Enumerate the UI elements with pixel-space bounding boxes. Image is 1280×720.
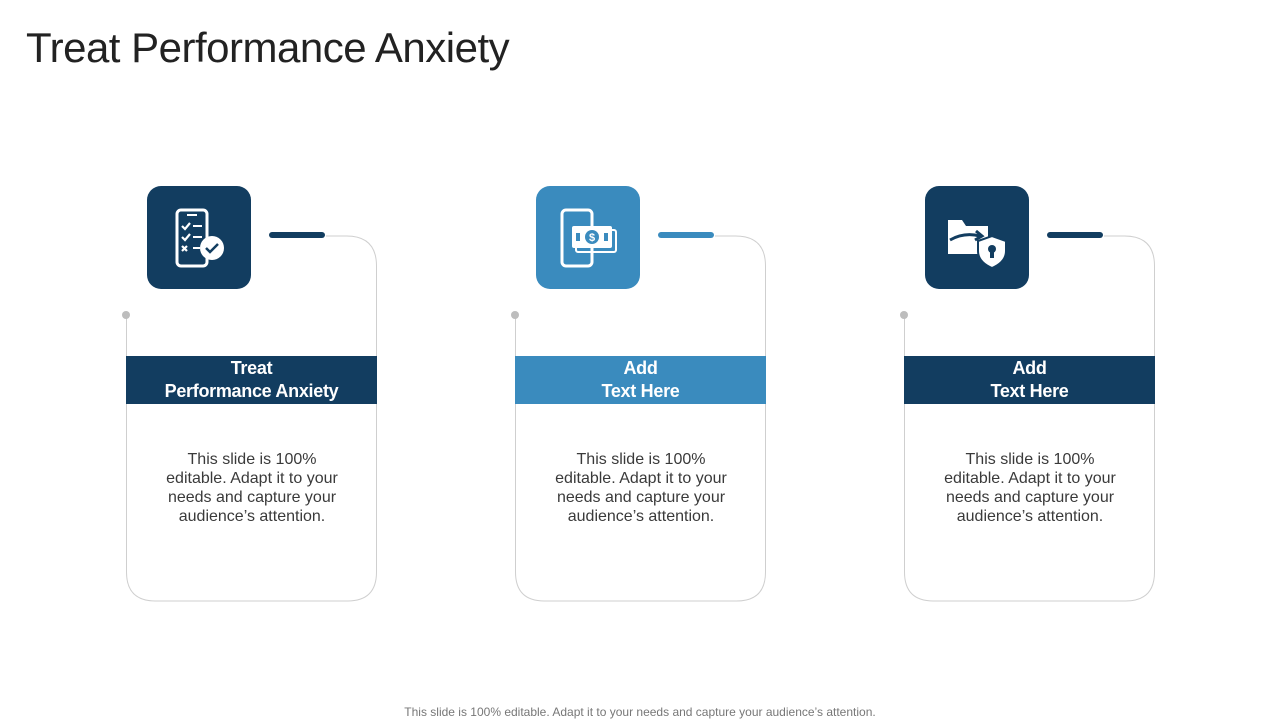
svg-text:$: $ xyxy=(589,232,595,244)
card-outline xyxy=(904,235,1155,602)
card-body: This slide is 100% editable. Adapt it to… xyxy=(555,451,727,525)
folder-security-icon xyxy=(925,186,1029,289)
card-header: Add Text Here xyxy=(904,356,1155,404)
card-outline xyxy=(515,235,766,602)
card-header-line1: Add xyxy=(623,358,658,378)
card-2: $ Add Text Here This slide is 100% edita… xyxy=(511,186,767,602)
card-body: This slide is 100% editable. Adapt it to… xyxy=(944,451,1116,525)
card-outline xyxy=(126,235,377,602)
connector-dot xyxy=(122,311,130,319)
mobile-checklist-icon xyxy=(147,186,251,289)
card-header: Treat Performance Anxiety xyxy=(126,356,377,404)
footer-note: This slide is 100% editable. Adapt it to… xyxy=(404,705,876,719)
connector-dot xyxy=(511,311,519,319)
accent-bar xyxy=(658,232,714,238)
card-header-line2: Performance Anxiety xyxy=(164,381,339,401)
accent-bar xyxy=(1047,232,1103,238)
card-1: Treat Performance Anxiety This slide is … xyxy=(122,186,378,602)
card-header-line1: Add xyxy=(1012,358,1047,378)
card-header-line1: Treat xyxy=(230,358,273,378)
card-header-line2: Text Here xyxy=(601,381,680,401)
page-title: Treat Performance Anxiety xyxy=(26,24,510,71)
connector-dot xyxy=(900,311,908,319)
mobile-payment-icon: $ xyxy=(536,186,640,289)
card-header-line2: Text Here xyxy=(990,381,1069,401)
accent-bar xyxy=(269,232,325,238)
card-3: Add Text Here This slide is 100% editabl… xyxy=(900,186,1156,602)
card-body: This slide is 100% editable. Adapt it to… xyxy=(166,451,338,525)
card-header: Add Text Here xyxy=(515,356,766,404)
